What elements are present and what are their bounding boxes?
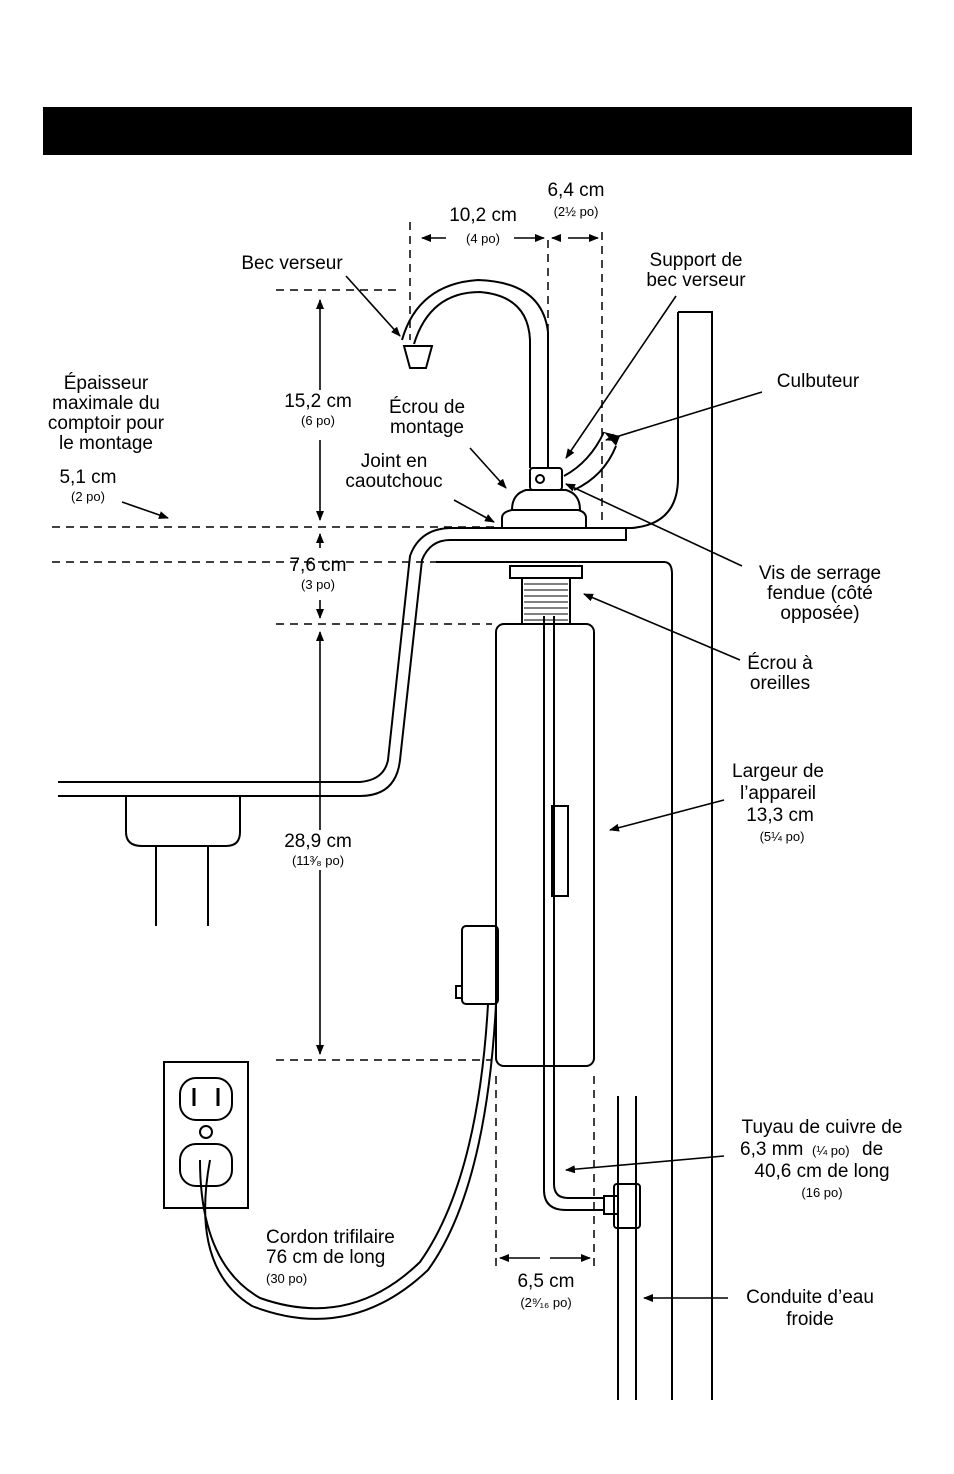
dim-tank-height-imperial: (11³⁄₈ po)	[291, 853, 345, 868]
label-cord-2: 76 cm de long	[266, 1247, 386, 1268]
label-wing-nut-1: Écrou à	[747, 653, 813, 674]
tank-window	[551, 805, 569, 897]
label-spout: Bec verseur	[241, 253, 343, 274]
power-cord	[199, 1003, 497, 1320]
label-copper-pipe-1: Tuyau de cuivre de	[741, 1117, 903, 1138]
label-copper-pipe-2a: 6,3 mm	[740, 1139, 804, 1160]
wall	[626, 311, 713, 1400]
label-set-screw-2: fendue (côté	[767, 583, 873, 604]
mount-nut	[511, 489, 581, 511]
spout	[401, 278, 549, 468]
rubber-seal	[501, 509, 587, 528]
dim-spout-reach: 10,2 cm	[449, 205, 517, 226]
header-bar	[43, 107, 912, 155]
label-unit-width-2: l’appareil	[739, 783, 817, 804]
label-set-screw-3: opposée)	[780, 603, 860, 624]
dim-tank-depth-imperial: (2⁹⁄₁₆ po)	[520, 1295, 572, 1310]
threaded-shank	[521, 577, 571, 625]
dim-unit-width-imperial: (5¼ po)	[759, 829, 805, 844]
countertop-top	[58, 527, 626, 783]
label-mount-nut-1: Écrou de	[388, 397, 466, 418]
dim-support-offset: 6,4 cm	[547, 180, 605, 201]
wing-nut	[509, 565, 583, 579]
dim-support-offset-imperial: (2½ po)	[553, 204, 599, 219]
sink-bowl	[125, 796, 241, 847]
dim-unit-width: 13,3 cm	[746, 805, 814, 826]
rocker	[563, 431, 617, 491]
dim-tank-depth: 6,5 cm	[517, 1271, 575, 1292]
label-rocker: Culbuteur	[776, 371, 860, 392]
label-spout-support-2: bec verseur	[646, 270, 746, 291]
label-counter-thickness-2: maximale du	[52, 393, 160, 414]
spout-tip	[402, 345, 434, 369]
label-wing-nut-2: oreilles	[749, 673, 811, 694]
dim-under-counter-imperial: (3 po)	[301, 577, 335, 592]
label-copper-pipe-2b: (¼ po)	[812, 1143, 850, 1158]
label-rubber-seal-1: Joint en	[360, 451, 428, 472]
dim-spout-reach-imperial: (4 po)	[466, 231, 500, 246]
label-copper-pipe-2c: de	[862, 1139, 884, 1160]
cold-water-line	[617, 1096, 637, 1400]
dim-copper-pipe-imperial: (16 po)	[801, 1185, 843, 1200]
drain-pipe	[155, 846, 209, 926]
label-mount-nut-2: montage	[390, 417, 464, 438]
dim-spout-height: 15,2 cm	[284, 391, 352, 412]
spout-support	[529, 467, 563, 491]
set-screw	[535, 474, 545, 484]
label-unit-width-1: Largeur de	[732, 761, 824, 782]
label-set-screw-1: Vis de serrage	[758, 563, 882, 584]
label-counter-thickness-4: le montage	[58, 433, 154, 454]
label-rubber-seal-2: caoutchouc	[345, 471, 443, 492]
label-cold-water-1: Conduite d’eau	[746, 1287, 874, 1308]
countertop	[58, 528, 627, 797]
dim-tank-height: 28,9 cm	[284, 831, 352, 852]
label-spout-support-1: Support de	[649, 250, 743, 271]
label-counter-thickness-1: Épaisseur	[63, 373, 149, 394]
dim-cord-imperial: (30 po)	[266, 1271, 308, 1286]
dim-counter-thickness: 5,1 cm	[59, 467, 117, 488]
cabinet-wall	[663, 561, 673, 1400]
dim-counter-thickness-imperial: (2 po)	[71, 489, 105, 504]
label-copper-pipe-3: 40,6 cm de long	[754, 1161, 890, 1182]
label-cord-1: Cordon trifilaire	[266, 1227, 395, 1248]
electrical-box	[461, 925, 499, 1005]
copper-pipe	[543, 616, 604, 1211]
label-counter-thickness-3: comptoir pour	[47, 413, 165, 434]
label-cold-water-2: froide	[786, 1309, 834, 1330]
dim-under-counter: 7,6 cm	[289, 555, 347, 576]
dim-spout-height-imperial: (6 po)	[301, 413, 335, 428]
